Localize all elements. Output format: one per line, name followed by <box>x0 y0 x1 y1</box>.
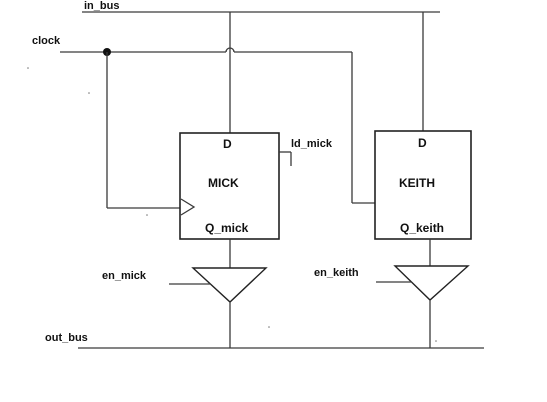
keith-register-box <box>374 130 472 240</box>
scan-speck <box>88 92 90 94</box>
scan-speck <box>27 67 29 69</box>
keith-q-output-label: Q_keith <box>400 221 444 235</box>
mick-register-box <box>179 132 280 240</box>
mick-q-output-label: Q_mick <box>205 221 249 235</box>
mick-clock-triangle <box>180 198 196 216</box>
clock-label: clock <box>32 35 61 47</box>
mick-register-name: MICK <box>208 176 239 190</box>
scan-speck <box>268 326 270 328</box>
scan-speck <box>435 340 437 342</box>
out-bus-label: out_bus <box>45 332 88 344</box>
keith-d-input-label: D <box>418 136 427 150</box>
scan-speck <box>146 214 148 216</box>
mick-tristate-buffer <box>191 267 268 303</box>
ld-mick-label: ld_mick <box>291 138 333 150</box>
en-mick-label: en_mick <box>102 270 147 282</box>
in-bus-label: in_bus <box>84 0 119 12</box>
keith-register-name: KEITH <box>399 176 435 190</box>
en-keith-label: en_keith <box>314 267 359 279</box>
keith-tristate-buffer <box>393 265 470 301</box>
mick-d-input-label: D <box>223 137 232 151</box>
